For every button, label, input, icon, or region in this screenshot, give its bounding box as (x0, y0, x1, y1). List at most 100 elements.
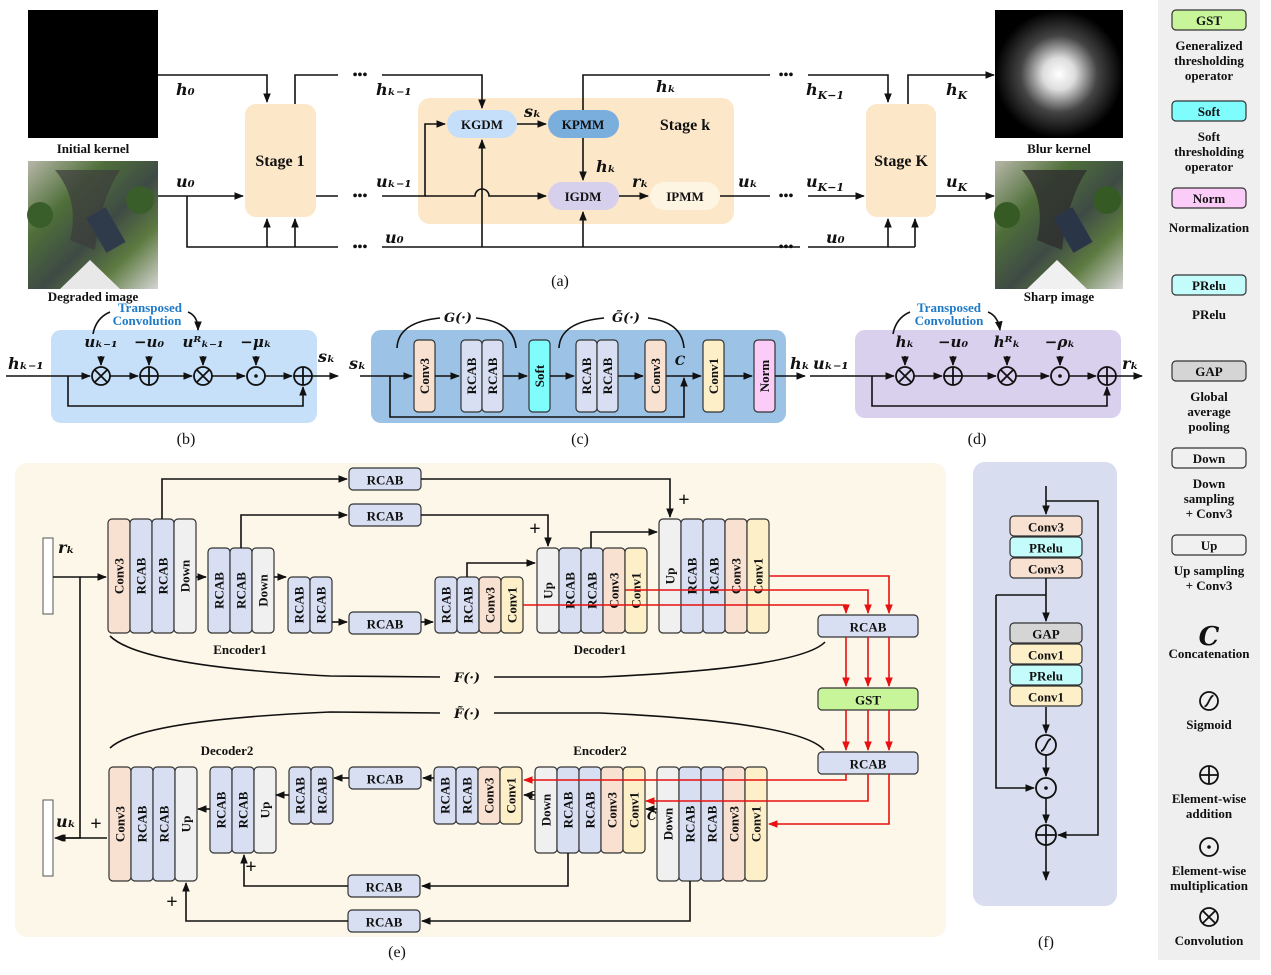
encoder1-label: Encoder1 (213, 642, 266, 657)
block-up: Up (253, 766, 277, 854)
uk-1-input-label: uₖ₋₁ (813, 354, 848, 373)
convolution-icon (91, 366, 111, 386)
block-label: Conv1 (505, 587, 520, 623)
legend-swatch-gap: GAP (1171, 360, 1247, 382)
block-gap: GAP (1009, 622, 1083, 644)
uk-1-label: uₖ₋₁ (376, 172, 411, 191)
block-label: RCAB (460, 777, 475, 814)
rk-output-label: rₖ (1122, 354, 1139, 373)
panel-e: rₖ uₖ Encoder1 Decoder1 Encoder2 Decoder… (15, 463, 946, 961)
legend-swatch-label: PRelu (1192, 278, 1226, 293)
stage-1-label: Stage 1 (255, 153, 304, 170)
block-rcab: RCAB (347, 874, 421, 898)
block-label: RCAB (438, 777, 453, 814)
op-input-label: −u₀ (134, 333, 164, 351)
panel-f-caption: (f) (1038, 934, 1054, 951)
block-conv3: Conv3 (644, 339, 667, 413)
block-rcab: RCAB (817, 751, 919, 775)
connector (421, 514, 552, 547)
block-label: RCAB (485, 357, 500, 394)
legend-description: Convolution (1175, 933, 1244, 948)
block-label: RCAB (234, 572, 249, 609)
igdm-block (548, 182, 619, 210)
block-rcab: RCAB (207, 547, 231, 634)
connector (871, 376, 1111, 407)
ellipsis: ••• (779, 68, 794, 83)
block-label: RCAB (367, 473, 404, 488)
legend-description: sampling (1184, 491, 1235, 506)
block-label: Conv3 (1028, 520, 1065, 535)
connector (182, 882, 348, 922)
convolution-icon (997, 366, 1017, 386)
block-rcab: RCAB (434, 576, 458, 634)
hK-1-label: hK−1 (806, 80, 844, 102)
u0-label: u₀ (385, 228, 404, 247)
block-label: Up (663, 568, 678, 585)
legend-description: Down (1193, 476, 1226, 491)
block-rcab: RCAB (578, 766, 602, 854)
block-prelu: PRelu (1009, 536, 1083, 558)
block-label: RCAB (461, 586, 476, 623)
block-label: RCAB (685, 557, 700, 594)
block-label: Conv1 (627, 792, 642, 828)
red-connector (625, 589, 872, 614)
block-label: Conv3 (607, 572, 622, 609)
blur-kernel-label: Blur kernel (1027, 141, 1091, 156)
block-down: Down (656, 766, 680, 882)
block-label: RCAB (212, 572, 227, 609)
block-rcab: RCAB (455, 766, 479, 825)
connector (67, 376, 307, 407)
panel-a-caption: (a) (551, 273, 569, 290)
block-conv3: Conv3 (413, 339, 436, 413)
multiplication-icon (1199, 837, 1219, 857)
uk-output-label: uₖ (56, 812, 76, 831)
block-rcab: RCAB (348, 467, 422, 491)
block-label: RCAB (367, 509, 404, 524)
sharp-image (994, 161, 1123, 289)
block-rcab: RCAB (229, 547, 253, 634)
block-label: Down (256, 573, 271, 606)
legend-swatch-label: Up (1201, 538, 1218, 553)
panel-c-caption: (c) (571, 431, 589, 448)
block-label: RCAB (314, 586, 329, 623)
block-down: Down (534, 766, 558, 854)
block-conv1: Conv1 (499, 766, 523, 825)
block-label: Norm (757, 360, 772, 393)
connector (995, 595, 1035, 792)
hk-1-label: hₖ₋₁ (376, 80, 411, 99)
op-input-label: −ρₖ (1045, 333, 1075, 351)
block-label: RCAB (705, 805, 720, 842)
legend-swatch-gst: GST (1171, 9, 1247, 31)
block-label: PRelu (1029, 541, 1063, 556)
block-rcab: RCAB (680, 518, 704, 634)
block-rcab: RCAB (596, 339, 619, 413)
legend-swatch-down: Down (1171, 447, 1247, 469)
block-label: Conv3 (112, 557, 127, 594)
legend-swatch-label: Down (1193, 451, 1226, 466)
initial-kernel-image (28, 10, 158, 138)
rk-input-label: rₖ (58, 538, 75, 557)
legend-swatch-label: GST (1196, 13, 1222, 28)
block-conv1: Conv1 (500, 576, 524, 634)
block-rcab: RCAB (556, 766, 580, 854)
ellipsis: ••• (779, 189, 794, 204)
convolution-icon (895, 366, 915, 386)
block-label: Conv3 (1028, 562, 1065, 577)
legend-description: Sigmoid (1186, 717, 1232, 732)
block-label: Conv3 (605, 791, 620, 828)
block-conv1: Conv1 (702, 339, 725, 413)
red-connector (645, 774, 869, 805)
block-label: RCAB (135, 805, 150, 842)
block-label: RCAB (850, 757, 887, 772)
block-label: Conv1 (504, 777, 519, 813)
block-conv3: Conv3 (1009, 557, 1083, 579)
block-label: RCAB (367, 772, 404, 787)
concat-icon: C (1199, 622, 1220, 652)
block-label: Conv1 (749, 806, 764, 842)
